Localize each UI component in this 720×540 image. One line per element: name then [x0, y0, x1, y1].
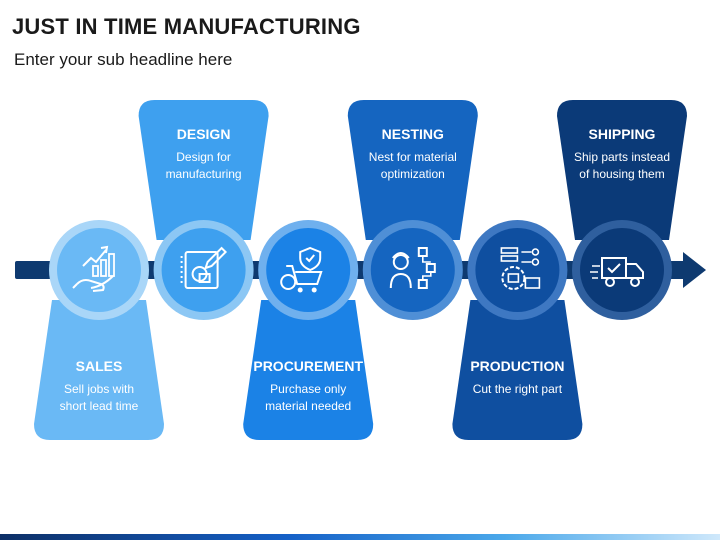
shopping-cart-shield-icon [280, 246, 323, 293]
node-shipping [572, 220, 672, 320]
worker-flowchart-icon [389, 247, 436, 289]
node-core-nesting [370, 228, 455, 312]
page-subtitle: Enter your sub headline here [14, 50, 233, 69]
node-design [153, 220, 254, 320]
node-core-shipping [580, 228, 664, 312]
node-core-sales [57, 228, 141, 312]
step-banners [34, 100, 687, 440]
footer-gradient-bar [0, 534, 720, 540]
page-title: JUST IN TIME MANUFACTURING [12, 14, 361, 39]
step-desc-shipping-line1: Ship parts instead [574, 150, 670, 164]
node-sales [49, 220, 149, 320]
step-labels: SALES Sell jobs with short lead time DESIGN… [60, 126, 670, 413]
step-title-shipping: SHIPPING [589, 126, 656, 142]
banner-production [452, 300, 583, 440]
step-desc-nesting-line1: Nest for material [369, 150, 457, 164]
step-title-design: DESIGN [177, 126, 231, 142]
step-desc-procurement-line2: material needed [265, 399, 351, 413]
design-drawing-icon [180, 246, 228, 289]
step-circles [49, 220, 672, 320]
step-desc-sales-line1: Sell jobs with [64, 382, 134, 396]
banner-design [138, 100, 269, 240]
step-title-production: PRODUCTION [470, 358, 564, 374]
node-core-design [161, 228, 246, 312]
node-production [467, 220, 568, 320]
step-title-sales: SALES [76, 358, 123, 374]
node-core-production [475, 228, 560, 312]
step-title-nesting: NESTING [382, 126, 444, 142]
step-desc-procurement-line1: Purchase only [270, 382, 346, 396]
production-gear-icon [500, 247, 541, 290]
timeline-arrow-head [683, 252, 706, 288]
banner-procurement [243, 300, 374, 440]
banner-shipping [557, 100, 687, 240]
node-procurement [258, 220, 359, 320]
banner-sales [34, 300, 164, 440]
step-desc-design-line1: Design for [176, 150, 231, 164]
step-desc-production-line1: Cut the right part [473, 382, 563, 396]
step-desc-sales-line2: short lead time [60, 399, 139, 413]
banner-nesting [347, 100, 478, 240]
sales-growth-icon [72, 245, 115, 292]
step-desc-design-line2: manufacturing [166, 167, 242, 181]
node-nesting [362, 220, 463, 320]
step-desc-shipping-line2: of housing them [579, 167, 664, 181]
step-title-procurement: PROCUREMENT [253, 358, 363, 374]
step-desc-nesting-line2: optimization [381, 167, 445, 181]
delivery-truck-icon [590, 257, 644, 287]
